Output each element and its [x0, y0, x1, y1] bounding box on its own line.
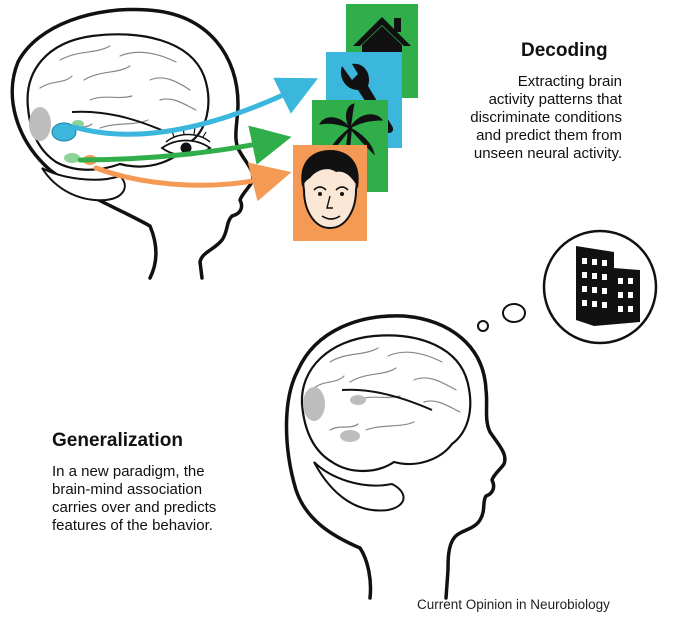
generalization-description: In a new paradigm, the brain-mind associ… [52, 463, 282, 535]
top-blue-blob [51, 122, 77, 142]
generalization-description-line: carries over and predicts [52, 499, 217, 516]
decoding-description-line: unseen neural activity. [473, 145, 622, 162]
journal-credit: Current Opinion in Neurobiology [417, 597, 610, 612]
bottom-head [284, 314, 507, 600]
generalization-description-line: features of the behavior. [52, 517, 213, 534]
bottom-gray-blob-lower [340, 430, 360, 442]
top-head [10, 7, 318, 280]
stimulus-card-face [293, 145, 367, 241]
green-arrow [77, 125, 292, 165]
orange-arrow [93, 162, 292, 202]
top-green-blob-lower [64, 153, 80, 163]
thought-bubble [477, 229, 658, 345]
generalization-description-line: brain-mind association [52, 481, 203, 498]
thought-dot-small [477, 320, 489, 332]
bottom-cerebellum [313, 461, 405, 512]
blue-arrow [71, 77, 318, 137]
thought-dot-large [502, 303, 526, 323]
decoding-description-line: and predict them from [476, 127, 622, 144]
bottom-gray-blob-upper [350, 395, 366, 405]
decoding-title: Decoding [521, 40, 608, 61]
top-occipital-blob [29, 107, 51, 141]
bottom-head-outline [284, 314, 507, 600]
bottom-occipital-blob [303, 387, 325, 421]
building-icon [576, 246, 640, 326]
bottom-brain [300, 334, 472, 472]
decoding-description-line: Extracting brain [517, 73, 622, 90]
generalization-description-line: In a new paradigm, the [52, 463, 205, 480]
decoding-description-line: discriminate conditions [470, 109, 622, 126]
generalization-title: Generalization [52, 430, 183, 451]
face-icon [301, 150, 359, 230]
decoding-description: Extracting brain activity patterns that … [415, 73, 622, 163]
decoding-description-line: activity patterns that [488, 91, 622, 108]
top-cerebellum [41, 167, 126, 202]
